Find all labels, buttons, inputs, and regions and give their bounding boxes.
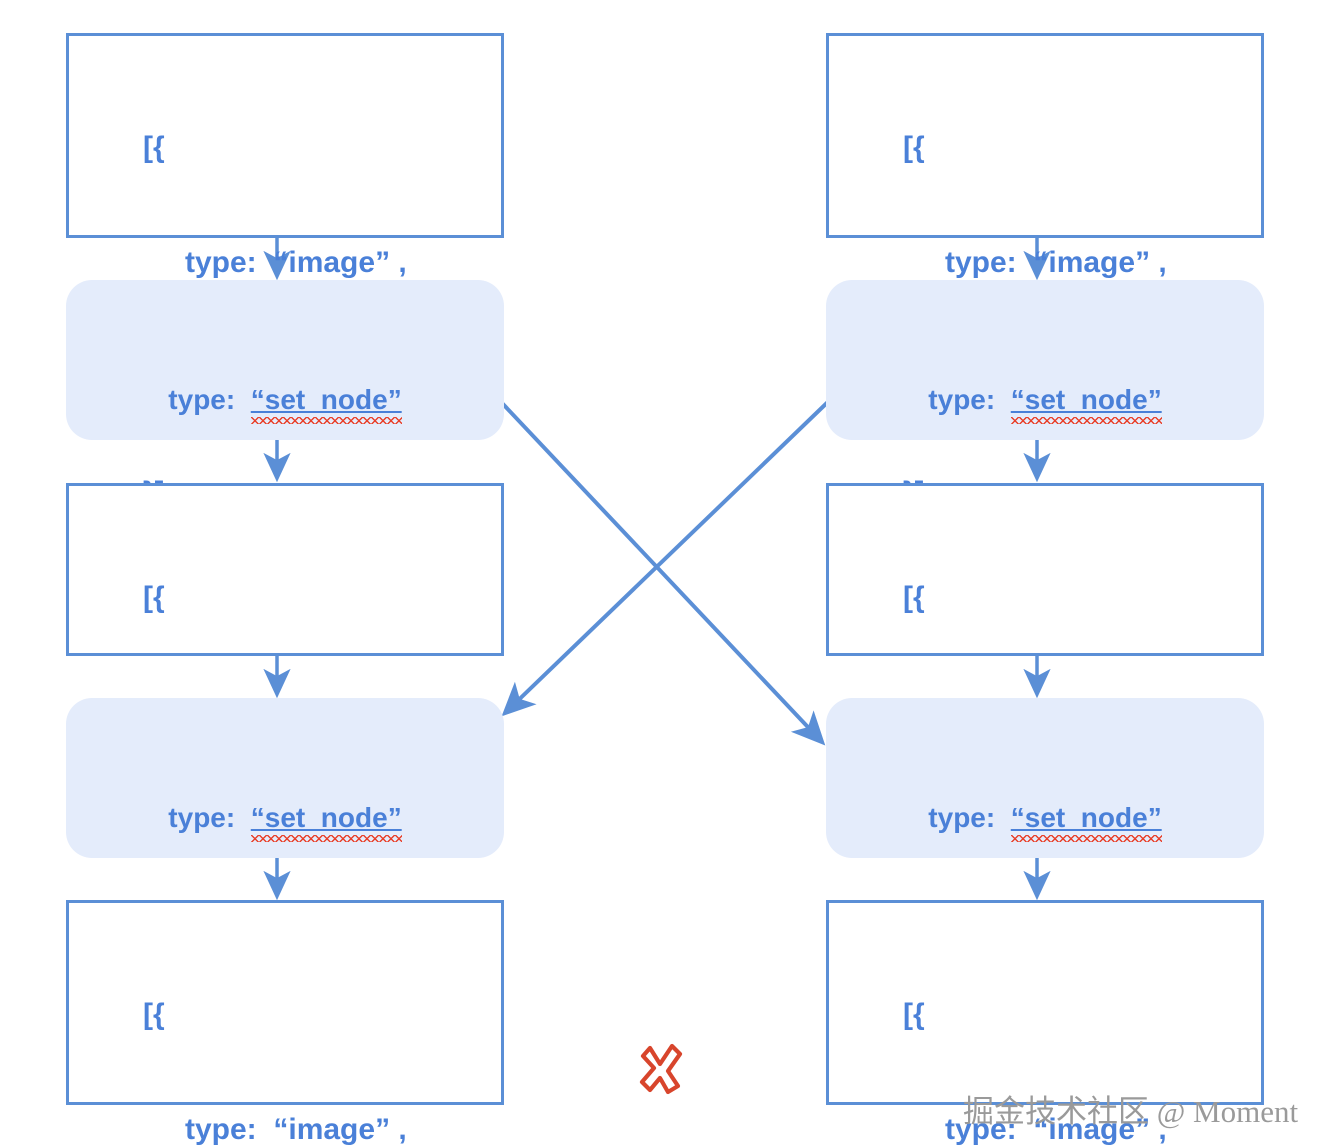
arrow-cross-right-node1-to-left-node2 (501, 396, 834, 717)
node-line-type: type: “set_node” (168, 802, 402, 834)
left-code-box-right: [{ type: “image” , align: “right” }] (66, 900, 504, 1146)
right-code-box-center: [{ type: “image” , align: “center” }] (826, 33, 1264, 509)
x-cross-mark-icon (639, 1043, 683, 1095)
code-line-open: [{ (903, 997, 925, 1031)
left-set-node-right: type: “set_node” path: [0] properties: {… (66, 698, 504, 1069)
set-node-token: “set_node” (250, 802, 402, 834)
code-line-open: [{ (903, 130, 925, 164)
code-line-type: type: “image” , (185, 245, 407, 279)
set-node-token: “set_node” (250, 384, 402, 416)
node-line-type: type: “set_node” (928, 802, 1162, 834)
left-code-box-left: [{ type: “image” , align: “left” }] (66, 483, 504, 959)
node-line-type: type: “set_node” (928, 384, 1162, 416)
arrow-cross-left-node1-to-right-node2 (500, 401, 826, 746)
node-line-type: type: “set_node” (168, 384, 402, 416)
left-code-box-center: [{ type: “image” , align: “center” }] (66, 33, 504, 509)
code-line-type: type: “image” , (185, 1112, 407, 1146)
set-node-token: “set_node” (1010, 384, 1162, 416)
right-code-box-right: [{ type: “image” , align: “right” }] (826, 483, 1264, 959)
right-set-node-left: type: “set_node” path: [0] properties: {… (826, 698, 1264, 1069)
right-code-box-left: [{ type: “image” , align: “left” }] (826, 900, 1264, 1146)
right-set-node-right: type: “set_node” path: [0] properties: {… (826, 280, 1264, 651)
code-line-open: [{ (143, 580, 165, 614)
watermark-text: 掘金技术社区 @ Moment (963, 1094, 1299, 1129)
code-line-type: type: “image” , (945, 1112, 1167, 1146)
code-line-open: [{ (903, 580, 925, 614)
code-line-type: type: “image” , (945, 245, 1167, 279)
set-node-token: “set_node” (1010, 802, 1162, 834)
code-line-open: [{ (143, 997, 165, 1031)
code-line-open: [{ (143, 130, 165, 164)
left-set-node-left: type: “set_node” path: [0] properties: {… (66, 280, 504, 651)
